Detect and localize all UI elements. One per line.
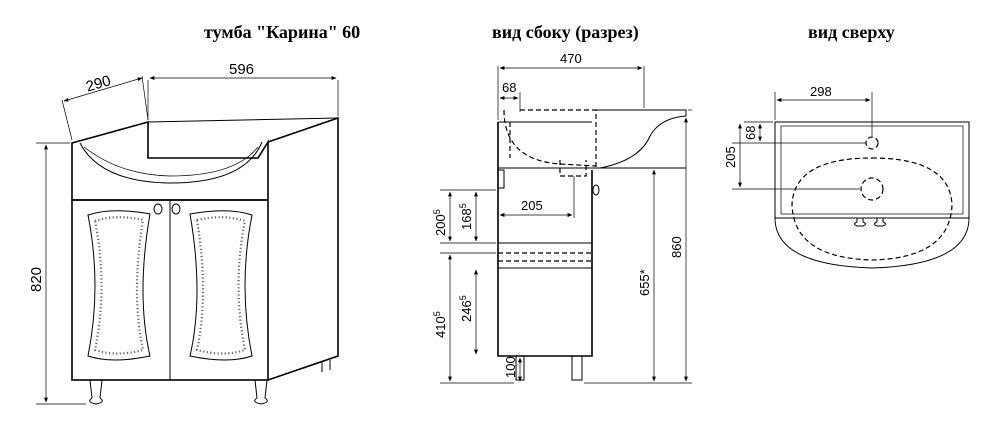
basin-section-dashed [503,109,597,168]
dim-upper-inner-value: 168 [459,208,474,230]
cabinet-back-edge [147,117,339,123]
dim-lower-inner-sup: 5 [458,295,468,300]
dim-total-height-860: 860 [669,236,684,258]
front-view: 596 290 820 [28,61,339,405]
dim-upper-gap: 2005 [432,209,448,236]
dim-lower-inner-value: 246 [459,300,474,322]
side-leg-front [571,356,583,381]
top-view: 298 68 205 [723,84,970,269]
right-knob [171,203,181,215]
dim-depth-290: 290 [84,72,113,95]
top-frame-inner [780,125,964,215]
faucet-valve-left [854,218,866,227]
basin-bowl [79,141,263,184]
dim-height-820: 820 [28,267,45,292]
faucet-valve-right [874,218,886,227]
siphon-dashed [559,160,587,177]
dim-tap-x-298: 298 [810,84,832,99]
left-knob [153,203,163,215]
title-top-view: вид сверху [808,22,895,42]
top-basin-outer [774,217,970,269]
side-knob [592,184,600,196]
leg-back [321,360,331,372]
dim-lower-gap-sup: 5 [432,311,442,316]
right-door-pattern [195,216,247,355]
side-cabinet-outline [497,122,593,357]
dim-lower-inner: 2465 [458,295,474,322]
dim-upper-gap-sup: 5 [432,209,442,214]
cabinet-side-panel [267,116,339,381]
top-basin-bowl [791,157,953,261]
dim-top-offset-68: 68 [502,80,516,95]
basin-rim [83,146,259,177]
tap-hole [865,136,879,150]
drain-hole [860,177,884,201]
mixer [498,169,505,189]
dim-leg-100: 100 [503,356,518,378]
dim-total-depth-470: 470 [560,51,582,66]
dim-tap-y-68: 68 [743,126,758,140]
dim-shelf-depth-205: 205 [521,198,543,213]
left-door-panel [87,210,151,361]
title-side-view: вид сбоку (разрез) [492,22,639,42]
basin-profile [596,109,687,169]
title-front-view: тумба "Карина" 60 [204,22,361,42]
right-door-panel [189,210,253,361]
dim-upper-gap-value: 200 [433,214,448,236]
dim-upper-inner-sup: 5 [458,203,468,208]
leg-left [89,379,103,405]
dim-upper-inner: 1685 [458,203,474,230]
dim-drain-y-205: 205 [723,146,738,168]
dim-width-596: 596 [229,61,254,78]
leg-right [254,379,268,405]
left-door-pattern [93,216,145,355]
dim-lower-gap: 4105 [432,311,448,338]
side-view: 470 68 205 2005 1685 4105 2465 100 [432,51,692,384]
basin-outline [71,120,269,201]
dim-siphon-655: 655* [637,269,652,296]
dim-lower-gap-value: 410 [433,316,448,338]
